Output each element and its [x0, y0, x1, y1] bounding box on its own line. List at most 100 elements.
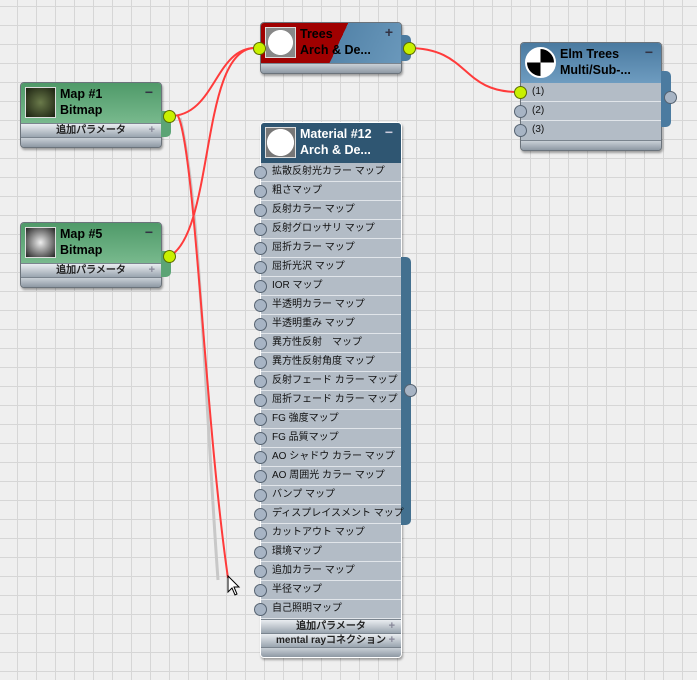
wire-shadow: [178, 117, 220, 581]
material-thumbnail: [265, 27, 296, 58]
bitmap-thumbnail: [25, 227, 56, 258]
output-socket[interactable]: [163, 250, 176, 263]
slot-row[interactable]: バンプ マップ: [254, 486, 401, 505]
slot-label: 屈折カラー マップ: [272, 242, 355, 253]
bitmap-thumbnail: [25, 87, 56, 118]
slot-label: 反射カラー マップ: [272, 204, 355, 215]
expand-button[interactable]: +: [384, 24, 393, 40]
output-socket[interactable]: [403, 42, 416, 55]
node-trees[interactable]: Trees Arch & De... +: [253, 22, 416, 74]
slot-label: 半透明重み マップ: [272, 318, 355, 329]
output-socket[interactable]: [163, 110, 176, 123]
slot-label: 異方性反射角度 マップ: [272, 356, 375, 367]
collapse-button[interactable]: −: [384, 124, 393, 140]
node-type: Bitmap: [60, 103, 103, 117]
input-socket[interactable]: [254, 166, 267, 179]
input-socket[interactable]: [254, 527, 267, 540]
slot-row[interactable]: 半透明カラー マップ: [254, 296, 401, 315]
collapse-button[interactable]: −: [644, 44, 653, 60]
node-map5[interactable]: Map #5 Bitmap − 追加パラメータ+: [20, 222, 176, 288]
slot-row[interactable]: 半径マップ: [254, 581, 401, 600]
input-socket[interactable]: [254, 242, 267, 255]
rollout-mental-ray[interactable]: mental rayコネクション+: [261, 633, 401, 647]
collapse-button[interactable]: −: [144, 84, 153, 100]
input-socket[interactable]: [254, 565, 267, 578]
slot-label: IOR マップ: [272, 280, 323, 291]
slot-label: カットアウト マップ: [272, 527, 365, 538]
material-thumbnail: [265, 127, 296, 158]
slot-label: FG 品質マップ: [272, 432, 339, 443]
input-socket[interactable]: [254, 413, 267, 426]
slot-label: 粗さマップ: [272, 185, 322, 196]
input-socket[interactable]: [253, 42, 266, 55]
wire-dragging: [177, 115, 229, 579]
slot-row[interactable]: 反射カラー マップ: [254, 201, 401, 220]
slot-row[interactable]: カットアウト マップ: [254, 524, 401, 543]
input-socket[interactable]: [254, 584, 267, 597]
slot-row[interactable]: 自己照明マップ: [254, 600, 401, 619]
output-socket[interactable]: [404, 384, 417, 397]
slot-row[interactable]: FG 品質マップ: [254, 429, 401, 448]
input-socket[interactable]: [254, 204, 267, 217]
node-title: Map #5: [60, 227, 103, 241]
slot-row[interactable]: 異方性反射 マップ: [254, 334, 401, 353]
input-socket[interactable]: [254, 318, 267, 331]
slot-row[interactable]: AO 周囲光 カラー マップ: [254, 467, 401, 486]
node-type: Arch & De...: [300, 143, 371, 157]
slot-row[interactable]: 屈折カラー マップ: [254, 239, 401, 258]
input-socket[interactable]: [514, 105, 527, 118]
input-socket[interactable]: [254, 432, 267, 445]
input-socket[interactable]: [254, 603, 267, 616]
slot-label: 追加カラー マップ: [272, 565, 355, 576]
slot-row[interactable]: IOR マップ: [254, 277, 401, 296]
slot-row[interactable]: 屈折光沢 マップ: [254, 258, 401, 277]
slot-row[interactable]: 半透明重み マップ: [254, 315, 401, 334]
slot-row[interactable]: 屈折フェード カラー マップ: [254, 391, 401, 410]
input-socket[interactable]: [254, 546, 267, 559]
slot-row[interactable]: 異方性反射角度 マップ: [254, 353, 401, 372]
slot-row[interactable]: 反射フェード カラー マップ: [254, 372, 401, 391]
slot-row[interactable]: (3): [514, 121, 661, 140]
slot-label: 半径マップ: [272, 584, 322, 595]
node-material-12[interactable]: Material #12 Arch & De... − 拡散反射光カラー マップ…: [254, 122, 417, 658]
wire-map1-to-trees: [169, 47, 256, 117]
input-socket[interactable]: [254, 375, 267, 388]
slot-row[interactable]: 追加カラー マップ: [254, 562, 401, 581]
slot-label: 反射フェード カラー マップ: [272, 375, 398, 386]
slot-row[interactable]: FG 強度マップ: [254, 410, 401, 429]
slot-row[interactable]: (1): [514, 83, 661, 102]
slot-label: 反射グロッサリ マップ: [272, 223, 375, 234]
input-socket[interactable]: [254, 470, 267, 483]
input-socket[interactable]: [514, 124, 527, 137]
slot-row[interactable]: AO シャドウ カラー マップ: [254, 448, 401, 467]
input-socket[interactable]: [254, 261, 267, 274]
rollout-extra-params[interactable]: 追加パラメータ+: [21, 123, 161, 137]
slot-label: 自己照明マップ: [272, 603, 342, 614]
slot-row[interactable]: ディスプレイスメント マップ: [254, 505, 404, 524]
input-socket[interactable]: [254, 451, 267, 464]
collapse-button[interactable]: −: [144, 224, 153, 240]
slot-row[interactable]: 拡散反射光カラー マップ: [254, 163, 401, 182]
input-socket[interactable]: [254, 185, 267, 198]
slot-row[interactable]: 粗さマップ: [254, 182, 401, 201]
input-socket[interactable]: [254, 280, 267, 293]
input-socket[interactable]: [254, 223, 267, 236]
output-socket[interactable]: [664, 91, 677, 104]
input-socket[interactable]: [254, 356, 267, 369]
input-socket[interactable]: [254, 489, 267, 502]
input-socket[interactable]: [254, 337, 267, 350]
slot-row[interactable]: 環境マップ: [254, 543, 401, 562]
node-elm-trees[interactable]: Elm Trees Multi/Sub-... − (1) (2) (3): [514, 42, 677, 151]
input-socket[interactable]: [254, 508, 267, 521]
slot-row[interactable]: (2): [514, 102, 661, 121]
rollout-extra-params[interactable]: 追加パラメータ+: [261, 619, 401, 633]
input-socket[interactable]: [254, 394, 267, 407]
input-socket[interactable]: [254, 299, 267, 312]
node-type: Multi/Sub-...: [560, 63, 631, 77]
input-socket[interactable]: [514, 86, 527, 99]
slot-row[interactable]: 反射グロッサリ マップ: [254, 220, 401, 239]
rollout-extra-params[interactable]: 追加パラメータ+: [21, 263, 161, 277]
node-map1[interactable]: Map #1 Bitmap − 追加パラメータ+: [20, 82, 176, 148]
node-title: Material #12: [300, 127, 372, 141]
